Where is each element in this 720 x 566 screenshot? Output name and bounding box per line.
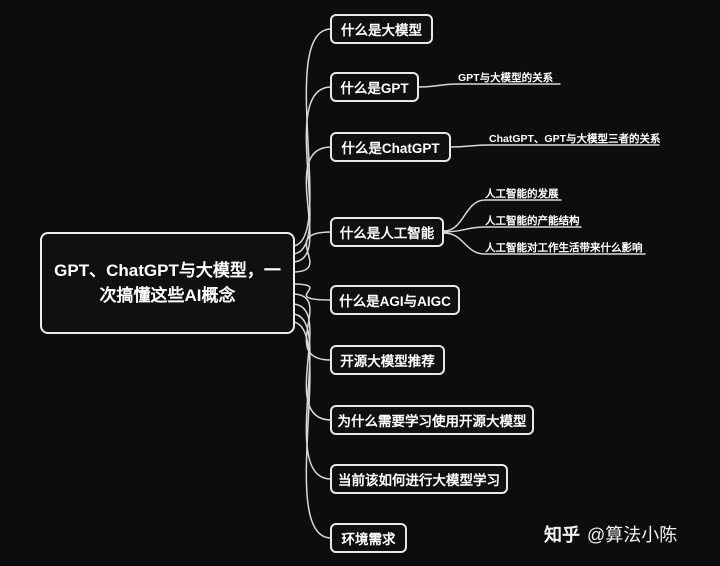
sub-node-ai-impact-on-life[interactable]: 人工智能对工作生活带来什么影响: [485, 242, 643, 254]
sub-node-chatgpt-gpt-large-model-relation[interactable]: ChatGPT、GPT与大模型三者的关系: [489, 133, 661, 145]
connector-branch-2: [291, 146, 332, 263]
branch-node-agi-aigc[interactable]: 什么是AGI与AIGC: [330, 285, 460, 315]
branch-label: 环境需求: [341, 532, 396, 547]
sub-node-gpt-vs-large-model[interactable]: GPT与大模型的关系: [458, 72, 554, 84]
branch-node-what-is-chatgpt[interactable]: 什么是ChatGPT: [330, 132, 451, 162]
branch-node-why-learn-open-source[interactable]: 为什么需要学习使用开源大模型: [330, 405, 534, 435]
branch-label: 开源大模型推荐: [340, 354, 435, 369]
branch-node-what-is-gpt[interactable]: 什么是GPT: [330, 72, 419, 102]
connector-branch-0: [291, 28, 332, 247]
branch-node-what-is-ai[interactable]: 什么是人工智能: [330, 217, 444, 247]
branch-label: 什么是ChatGPT: [341, 141, 440, 156]
sub-node-ai-capacity-structure[interactable]: 人工智能的产能结构: [485, 215, 580, 227]
branch-label: 什么是AGI与AIGC: [339, 294, 451, 309]
branch-node-open-source-recommend[interactable]: 开源大模型推荐: [330, 345, 445, 375]
connector-branch-4: [291, 283, 332, 301]
branch-label: 什么是大模型: [341, 23, 422, 38]
root-node-label: GPT、ChatGPT与大模型，一次搞懂这些AI概念: [54, 260, 281, 306]
branch-label: 什么是人工智能: [339, 226, 435, 241]
root-node[interactable]: GPT、ChatGPT与大模型，一次搞懂这些AI概念: [40, 232, 295, 334]
connector-branch-1: [291, 86, 332, 255]
connector-branch-8: [291, 321, 332, 539]
sub-node-ai-development[interactable]: 人工智能的发展: [485, 188, 559, 200]
branch-node-how-to-learn[interactable]: 当前该如何进行大模型学习: [330, 464, 508, 494]
branch-node-environment-requirements[interactable]: 环境需求: [330, 523, 407, 553]
zhihu-logo-text: 知乎: [544, 525, 580, 545]
watermark-handle: @算法小陈: [587, 525, 678, 545]
branch-label: 为什么需要学习使用开源大模型: [337, 414, 527, 429]
connector-branch-7: [291, 313, 332, 480]
branch-node-what-is-large-model[interactable]: 什么是大模型: [330, 14, 433, 44]
connector-branch-6: [291, 303, 332, 421]
watermark: 知乎 @算法小陈: [544, 521, 677, 547]
connector-branch-3: [291, 231, 332, 273]
connector-branch-5: [291, 293, 332, 361]
branch-label: 什么是GPT: [340, 81, 409, 96]
branch-label: 当前该如何进行大模型学习: [338, 473, 500, 488]
